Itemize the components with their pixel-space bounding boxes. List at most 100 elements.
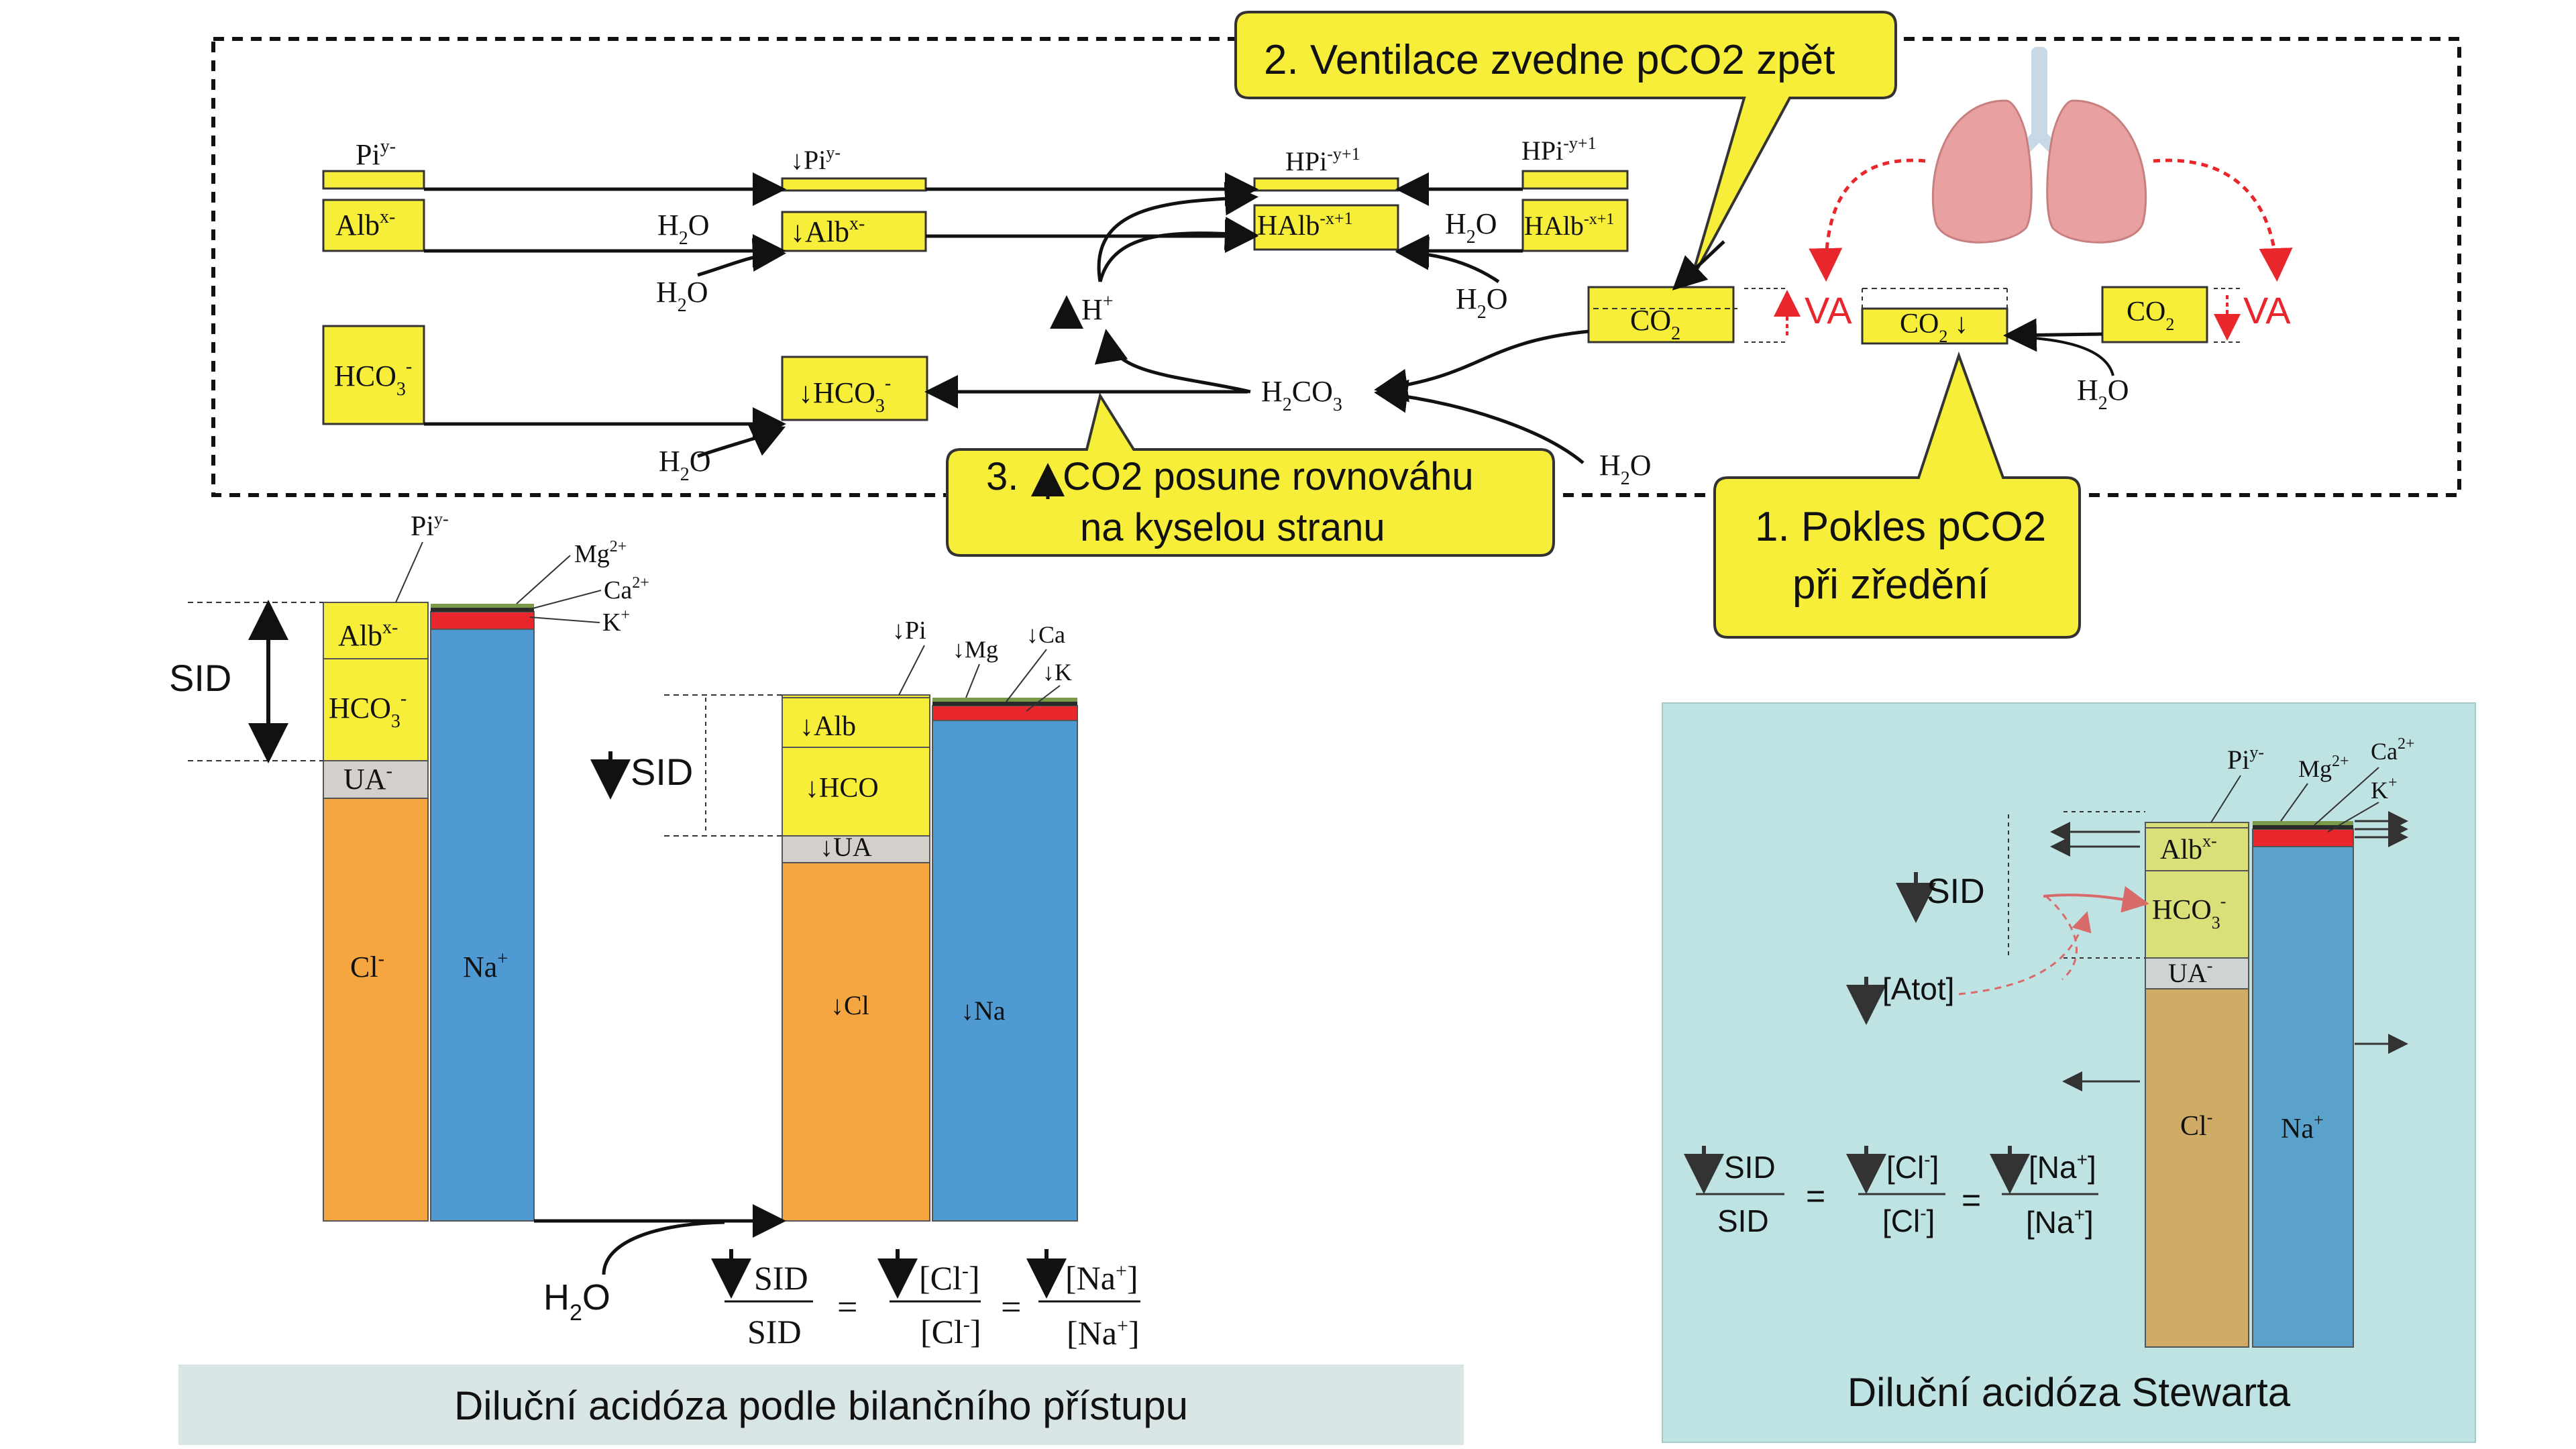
pi-leader-l <box>395 541 423 603</box>
alb-box <box>322 199 425 252</box>
co2-plasma-label: CO2 <box>1630 304 1680 344</box>
svg-text:[Cl-]: [Cl-] <box>920 1313 981 1350</box>
stewart-sid-label: SID <box>1927 872 1985 911</box>
bar-ca-diluted <box>932 702 1077 706</box>
stewart-ua-label: UA- <box>2168 956 2212 988</box>
alb-label: Albx- <box>335 207 395 241</box>
k-leader-l <box>529 616 600 623</box>
bar-mg-diluted <box>932 698 1077 702</box>
arrow-co2-to-h2co3 <box>1374 329 1589 402</box>
stewart-bar-na <box>2252 846 2354 1348</box>
bar-mg <box>431 604 534 608</box>
sid-down-label-l: SID <box>631 751 693 793</box>
alb-down-label: ↓Albx- <box>790 213 865 248</box>
arrow-h2o-to-alb <box>697 237 786 277</box>
ca-leader-l <box>529 590 602 610</box>
ca-down-label-l: ↓Ca <box>1026 621 1065 648</box>
co2-right-box <box>2101 286 2208 343</box>
svg-text:SID: SID <box>1717 1203 1769 1238</box>
stewart-bar-k <box>2252 828 2354 847</box>
arrow-h2o-to-hco3 <box>697 425 786 458</box>
cl-down-label-diluted: ↓Cl <box>830 990 869 1020</box>
stewart-sid-to-hco3 <box>2045 895 2078 981</box>
bar-pi-diluted <box>782 694 930 698</box>
hpi-right-box <box>1521 170 1629 190</box>
arrow-h2o-right-to-halb <box>1395 236 1500 284</box>
cl-label-l: Cl- <box>350 949 384 983</box>
stewart-bar-mg <box>2253 821 2353 825</box>
bar-ca <box>431 608 534 612</box>
h2o-label-3: H2O <box>659 445 711 485</box>
mg-label-l: Mg2+ <box>574 538 627 568</box>
hco3-box <box>322 325 425 425</box>
hco3-down-box <box>781 356 928 421</box>
mg-leader-diluted <box>965 663 980 698</box>
svg-text:[Na+]: [Na+] <box>2029 1149 2096 1185</box>
svg-text:[Na+]: [Na+] <box>1065 1259 1138 1297</box>
hco3-label-l: HCO3- <box>329 688 407 732</box>
h2o-dilution-label: H2O <box>543 1277 610 1326</box>
svg-text:=: = <box>1001 1287 1021 1327</box>
svg-text:[Cl-]: [Cl-] <box>1882 1203 1935 1238</box>
caption-right: Diluční acidóza Stewarta <box>1847 1370 2291 1415</box>
reaction-frame <box>211 37 2461 497</box>
hpi-right-label: HPi-y+1 <box>1521 133 1597 166</box>
pi-label: Piy- <box>356 136 396 171</box>
stewart-bar-ca <box>2253 825 2353 829</box>
svg-text:[Na+]: [Na+] <box>2026 1204 2094 1240</box>
bar-cl-diluted <box>782 862 930 1222</box>
bar-k-diluted <box>932 705 1078 721</box>
arrow-h2co3-to-hplus <box>1094 329 1251 394</box>
stewart-k-leader <box>2327 802 2379 833</box>
svg-text:CO2 posune rovnováhu: CO2 posune rovnováhu <box>1063 455 1474 498</box>
pi-down-box <box>781 177 927 192</box>
na-down-label-diluted: ↓Na <box>961 996 1006 1026</box>
stewart-pi-leader <box>2210 775 2241 823</box>
ua-label-l: UA- <box>343 761 392 796</box>
lungs-icon <box>1931 47 2147 244</box>
stewart-atot-label: [Atot] <box>1882 971 1954 1006</box>
halb-box <box>1253 204 1399 251</box>
halb-label: HAlb-x+1 <box>1257 209 1353 241</box>
hplus-label: H+ <box>1081 291 1114 326</box>
svg-text:SID: SID <box>747 1313 802 1350</box>
alb-down-label-diluted: ↓Alb <box>800 711 856 742</box>
hco3-label: HCO3- <box>334 356 412 400</box>
hpi-box <box>1253 177 1399 192</box>
stewart-ca-label: Ca2+ <box>2371 735 2415 765</box>
stewart-alb-label: Albx- <box>2160 831 2217 865</box>
h2o-label-2: H2O <box>656 276 708 316</box>
arrow-callout2-to-co2 <box>1672 240 1725 290</box>
h2o-label-4: H2O <box>1445 207 1497 248</box>
arrow-h2o-to-h2co3 <box>1374 379 1585 464</box>
hco3-down-label-diluted: ↓HCO <box>805 773 879 804</box>
stewart-mg-leader <box>2280 783 2308 822</box>
bar-ua-diluted <box>782 835 930 863</box>
arrow-hplus-to-proteins <box>1097 182 1258 282</box>
stewart-mg-label: Mg2+ <box>2298 753 2349 782</box>
callout-equilibrium-shift: 3. CO2 posune rovnováhu na kyselou stran… <box>946 392 1555 557</box>
svg-text:=: = <box>1962 1181 1981 1219</box>
bar-hco3 <box>323 658 429 761</box>
stewart-bar-cl <box>2145 988 2249 1348</box>
svg-text:SID: SID <box>754 1259 808 1297</box>
mg-leader-l <box>516 555 571 604</box>
pi-leader-diluted <box>898 645 925 696</box>
callout-pco2-drop: 1. Pokles pCO2 při zředění <box>1713 351 2081 639</box>
svg-text:[Na+]: [Na+] <box>1067 1314 1140 1352</box>
svg-text:=: = <box>1806 1177 1825 1215</box>
stewart-hco3-label: HCO3- <box>2152 892 2226 932</box>
lung-ventilation-arrow-right <box>2153 158 2293 282</box>
stewart-sid-influence <box>2043 886 2149 913</box>
bar-na <box>430 629 535 1222</box>
stewart-cl-label: Cl- <box>2180 1108 2212 1142</box>
caption-left: Diluční acidóza podle bilančního přístup… <box>454 1383 1188 1428</box>
bar-cl <box>323 798 429 1222</box>
stewart-na-label: Na+ <box>2281 1110 2324 1144</box>
stewart-bar-ua <box>2145 957 2249 989</box>
h2o-label-5: H2O <box>1456 282 1508 323</box>
svg-text:3.: 3. <box>986 455 1018 498</box>
lung-ventilation-arrow-left <box>1809 158 1926 282</box>
bar-ua <box>323 760 429 799</box>
